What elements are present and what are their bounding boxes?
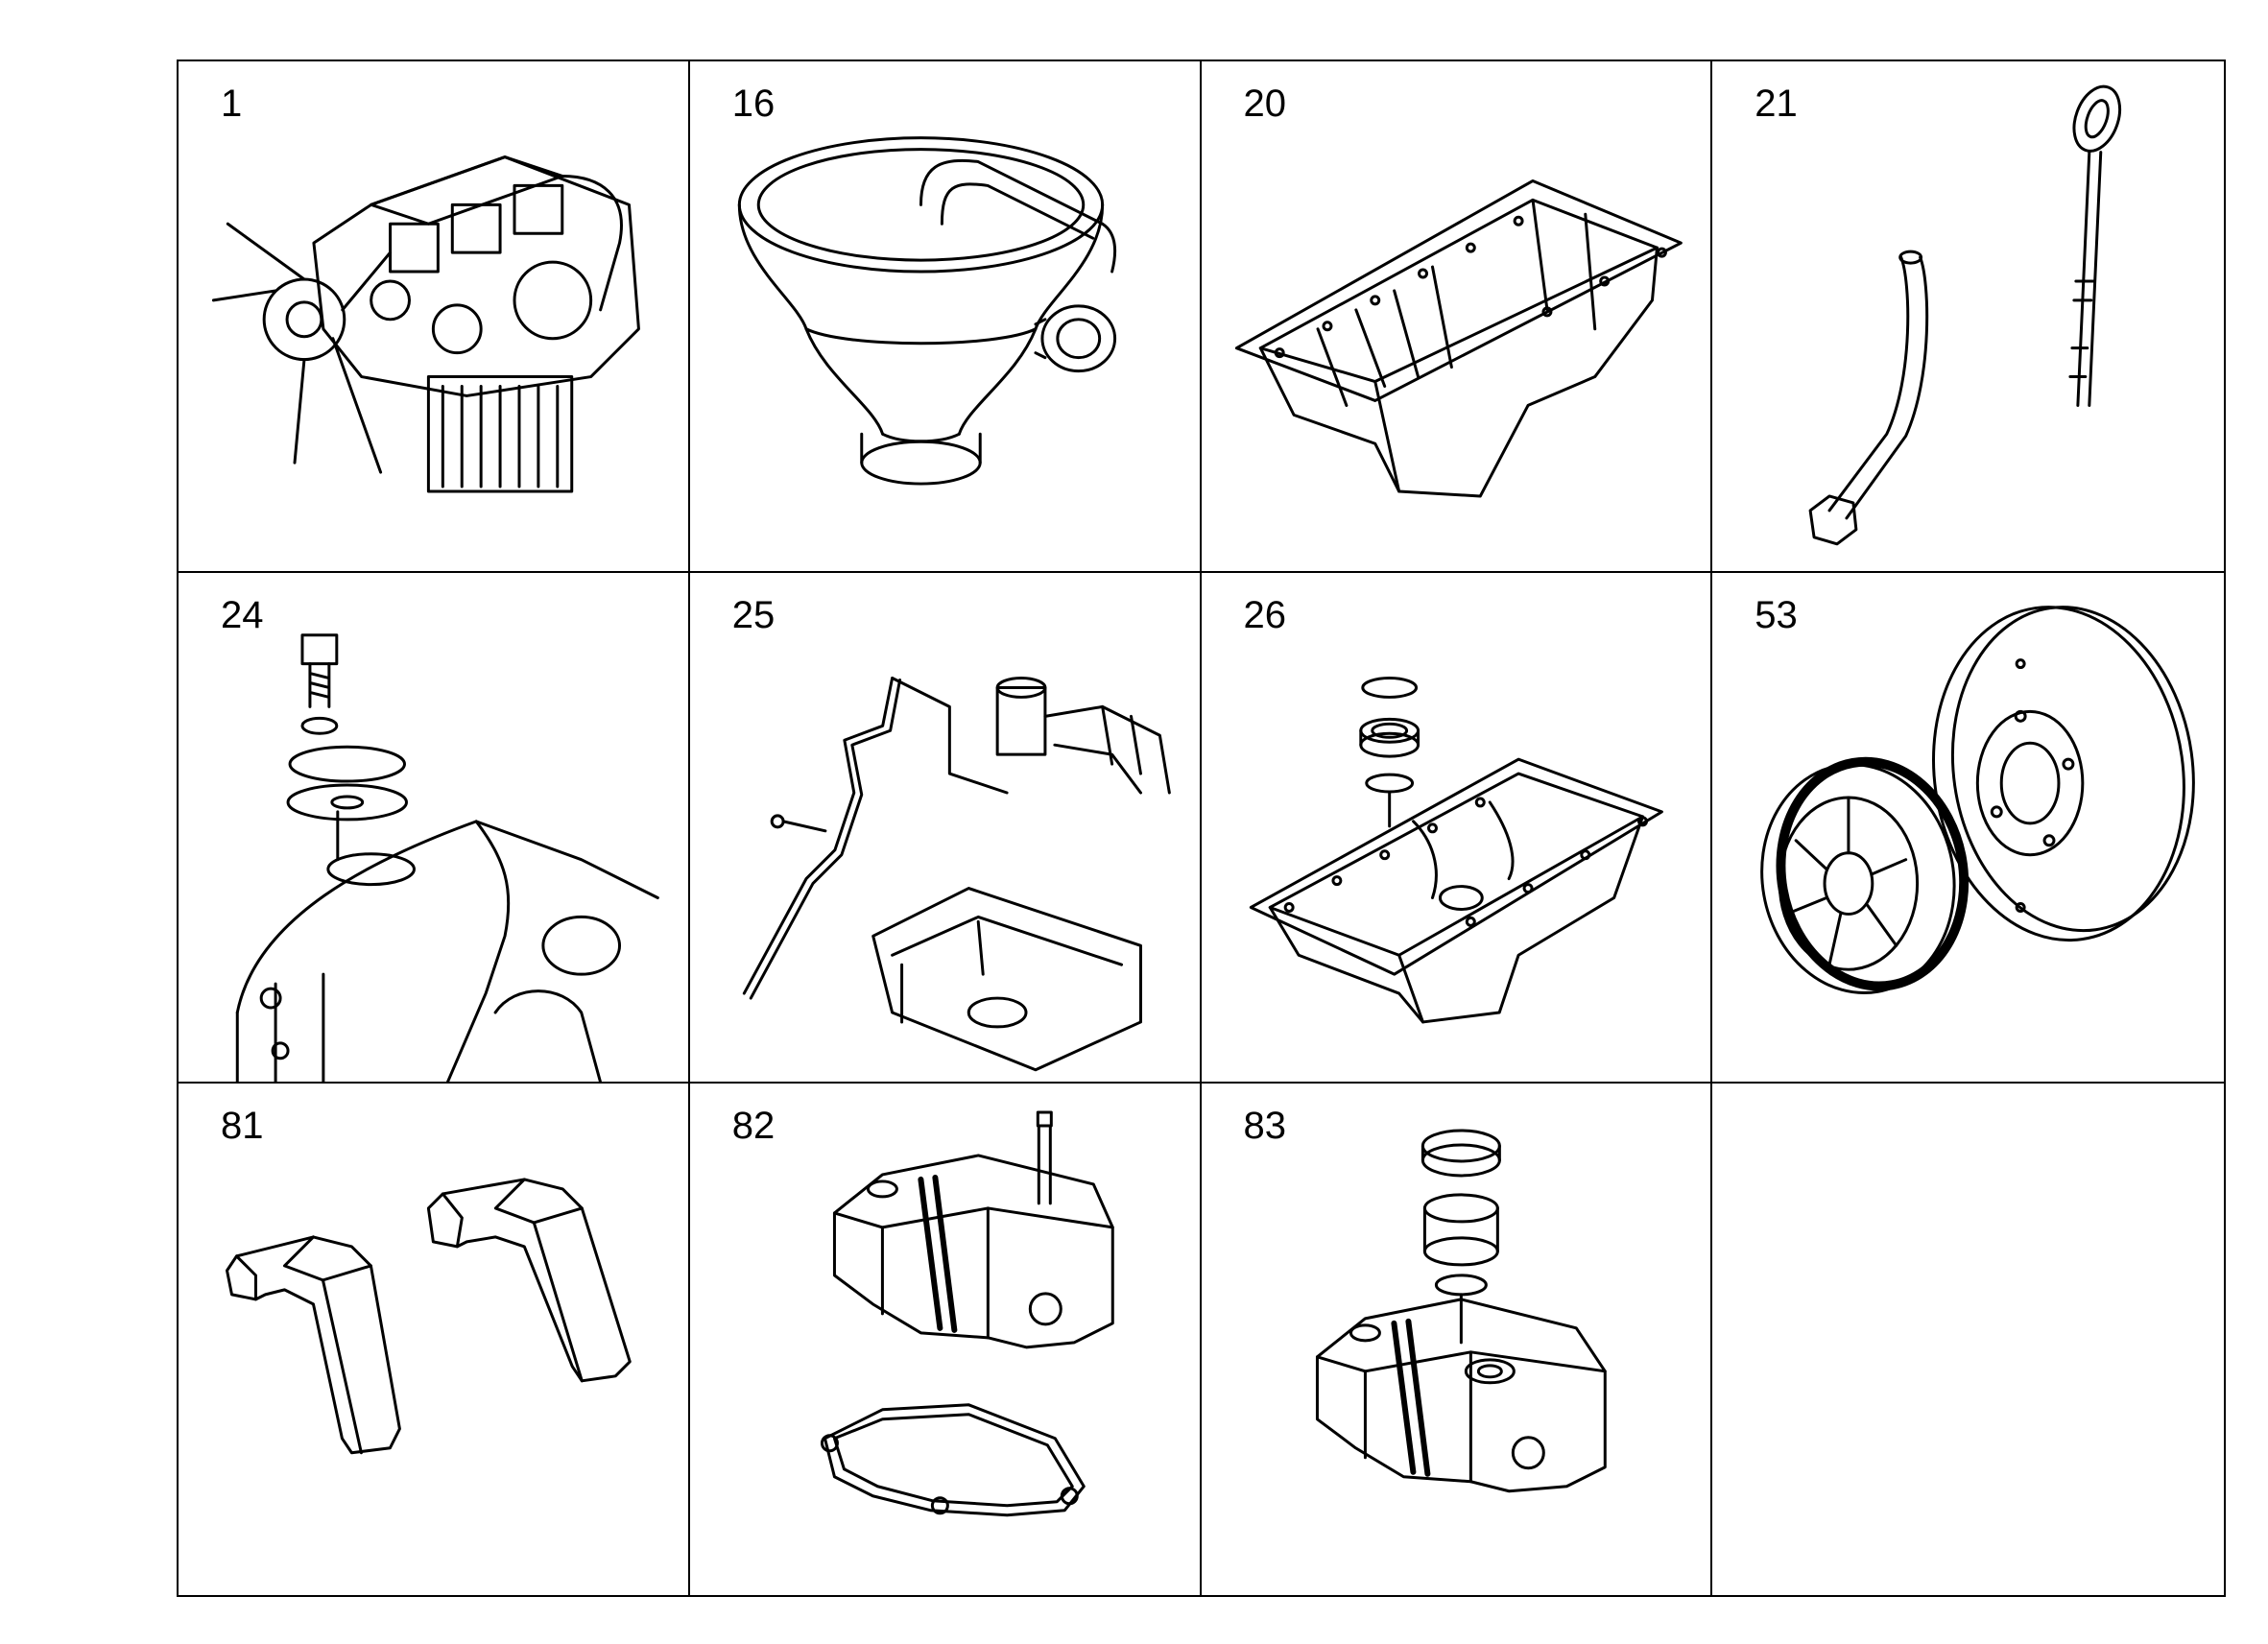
part-number: 82 [731, 1105, 776, 1148]
oil-filler-funnel-icon [737, 136, 1116, 486]
oil-line-kit-icon [742, 676, 1171, 1071]
part-cell-24[interactable]: 24 [179, 572, 690, 1084]
part-cell-81[interactable]: 81 [179, 1084, 690, 1595]
part-cell-16[interactable]: 16 [689, 61, 1202, 573]
part-cell-20[interactable]: 20 [1201, 61, 1713, 573]
oil-pan-icon [1234, 179, 1683, 498]
part-number: 24 [221, 593, 264, 636]
part-number: 16 [731, 83, 776, 125]
part-number: 1 [221, 83, 243, 125]
engine-assembly-icon [211, 155, 640, 493]
part-cell-82[interactable]: 82 [689, 1084, 1202, 1595]
part-number: 21 [1755, 83, 1798, 125]
empty-cell [1712, 1084, 2224, 1595]
valve-cover-cap-icon [1315, 1129, 1607, 1493]
lifting-bracket-icon [226, 1178, 632, 1455]
part-cell-21[interactable]: 21 [1712, 61, 2224, 573]
part-number: 20 [1243, 83, 1287, 125]
valve-cover-gasket-icon [820, 1110, 1114, 1517]
cover-plate-bolt-icon [235, 632, 659, 1083]
parts-grid: 1 16 [177, 60, 2226, 1597]
part-cell-83[interactable]: 83 [1201, 1084, 1713, 1595]
part-cell-26[interactable]: 26 [1201, 572, 1713, 1084]
vibration-damper-pulley-icon [1760, 605, 2196, 994]
part-cell-53[interactable]: 53 [1712, 572, 2224, 1084]
part-number: 83 [1243, 1105, 1287, 1148]
part-number: 53 [1755, 593, 1798, 636]
part-number: 26 [1243, 593, 1287, 636]
part-cell-1[interactable]: 1 [179, 61, 690, 573]
oil-pan-with-seals-icon [1249, 676, 1663, 1024]
part-number: 25 [731, 593, 776, 636]
part-cell-25[interactable]: 25 [689, 572, 1202, 1084]
part-number: 81 [221, 1105, 264, 1148]
dipstick-and-tube-icon [1808, 84, 2122, 546]
